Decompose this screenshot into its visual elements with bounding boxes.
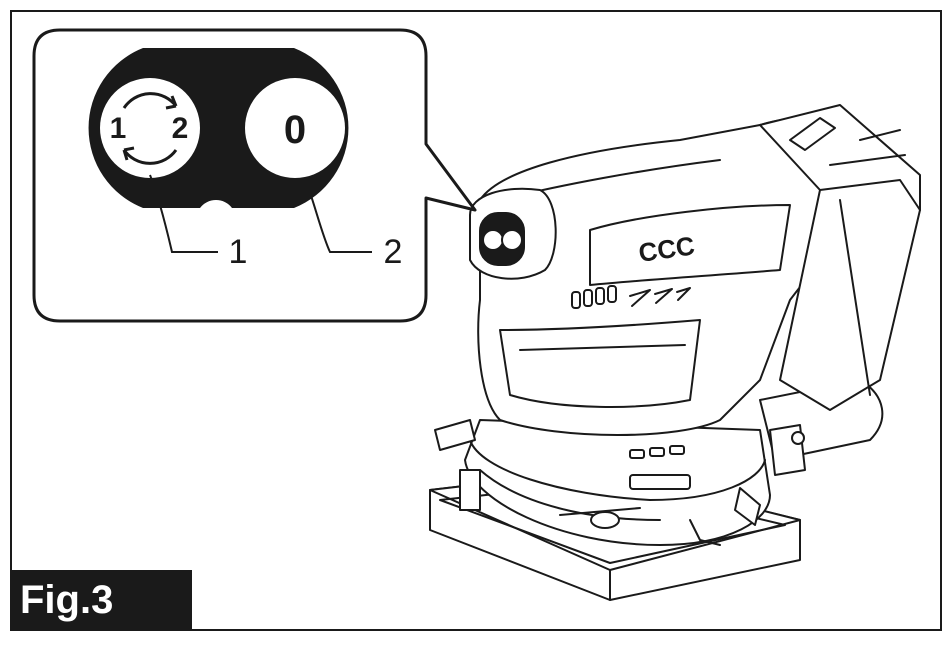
battery-pack xyxy=(759,104,921,411)
pad-screw xyxy=(590,511,620,529)
off-button: 0 xyxy=(245,78,345,178)
orbital-sander xyxy=(429,104,921,601)
figure-border xyxy=(10,10,942,631)
vent-slots xyxy=(571,285,617,309)
speed-mark-1: 1 xyxy=(110,112,127,145)
off-mark: 0 xyxy=(284,108,306,152)
callout-bubble: 1 2 0 1 2 xyxy=(32,28,477,323)
clamp-lever xyxy=(434,419,476,451)
speed-mark-2: 2 xyxy=(172,112,189,145)
dust-port xyxy=(759,379,884,476)
mini-button-speed xyxy=(482,229,504,251)
leader-label-2: 2 xyxy=(384,233,403,271)
leader-lines xyxy=(149,174,372,253)
mini-button-off xyxy=(501,229,523,251)
speed-selector-button: 1 2 xyxy=(100,78,200,178)
leader-label-1: 1 xyxy=(229,233,248,271)
motor-housing xyxy=(459,419,771,546)
switch-head xyxy=(469,187,557,280)
rotate-arrows-icon xyxy=(122,92,178,165)
figure-label: Fig.3 xyxy=(12,570,192,630)
